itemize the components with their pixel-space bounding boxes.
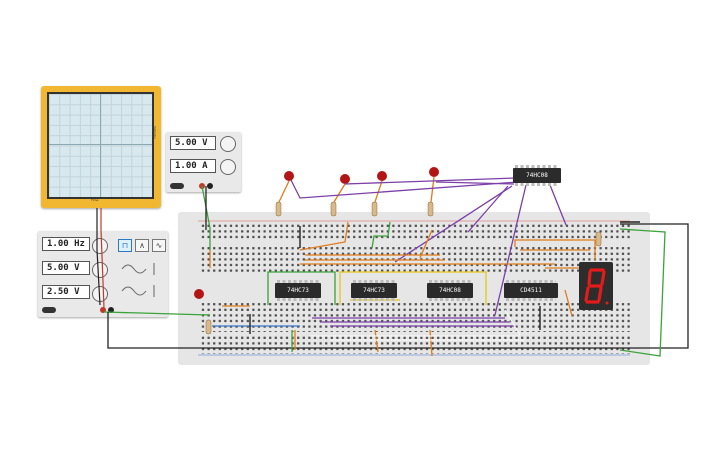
psu-voltage-knob[interactable] bbox=[220, 136, 236, 152]
scope-axis-vertical bbox=[100, 94, 101, 197]
fg-frequency-display: 1.00 Hz bbox=[42, 237, 90, 251]
fg-offset-display: 2.50 V bbox=[42, 285, 90, 299]
sine-wave-button[interactable]: ∿ bbox=[152, 239, 166, 252]
fg-amplitude-display: 5.00 V bbox=[42, 261, 90, 275]
ic-74hc73-2[interactable]: 74HC73 bbox=[351, 280, 397, 301]
fg-power-switch[interactable] bbox=[42, 307, 56, 313]
fg-positive-terminal[interactable] bbox=[100, 307, 106, 313]
psu-current-display: 1.00 A bbox=[170, 159, 216, 173]
fg-frequency-knob[interactable] bbox=[92, 238, 108, 254]
oscilloscope[interactable]: Volts/div Time bbox=[41, 86, 161, 208]
psu-negative-terminal[interactable] bbox=[207, 183, 213, 189]
ic-cd4511[interactable]: CD4511 bbox=[504, 280, 558, 301]
seven-segment-display[interactable] bbox=[579, 262, 613, 310]
scope-bottom-label: Time bbox=[91, 198, 99, 202]
oscilloscope-screen bbox=[47, 92, 154, 199]
function-generator[interactable]: 1.00 Hz 5.00 V 2.50 V ⊓ ∧ ∿ bbox=[38, 231, 168, 317]
fg-amplitude-knob[interactable] bbox=[92, 262, 108, 278]
fg-negative-terminal[interactable] bbox=[108, 307, 114, 313]
psu-power-switch[interactable] bbox=[170, 183, 184, 189]
psu-voltage-display: 5.00 V bbox=[170, 136, 216, 150]
led-group bbox=[194, 167, 439, 299]
triangle-wave-button[interactable]: ∧ bbox=[135, 239, 149, 252]
scope-side-label: Volts/div bbox=[153, 126, 157, 139]
power-supply[interactable]: 5.00 V 1.00 A bbox=[166, 132, 241, 192]
square-wave-button[interactable]: ⊓ bbox=[118, 239, 132, 252]
psu-current-knob[interactable] bbox=[220, 159, 236, 175]
ic-74hc73-1[interactable]: 74HC73 bbox=[275, 280, 321, 301]
fg-waveform-icons bbox=[121, 263, 155, 297]
seven-segment-digit bbox=[584, 268, 609, 305]
ic-74hc08-1[interactable]: 74HC08 bbox=[427, 280, 473, 301]
ic-74hc08-2[interactable]: 74HC08 bbox=[513, 165, 561, 186]
